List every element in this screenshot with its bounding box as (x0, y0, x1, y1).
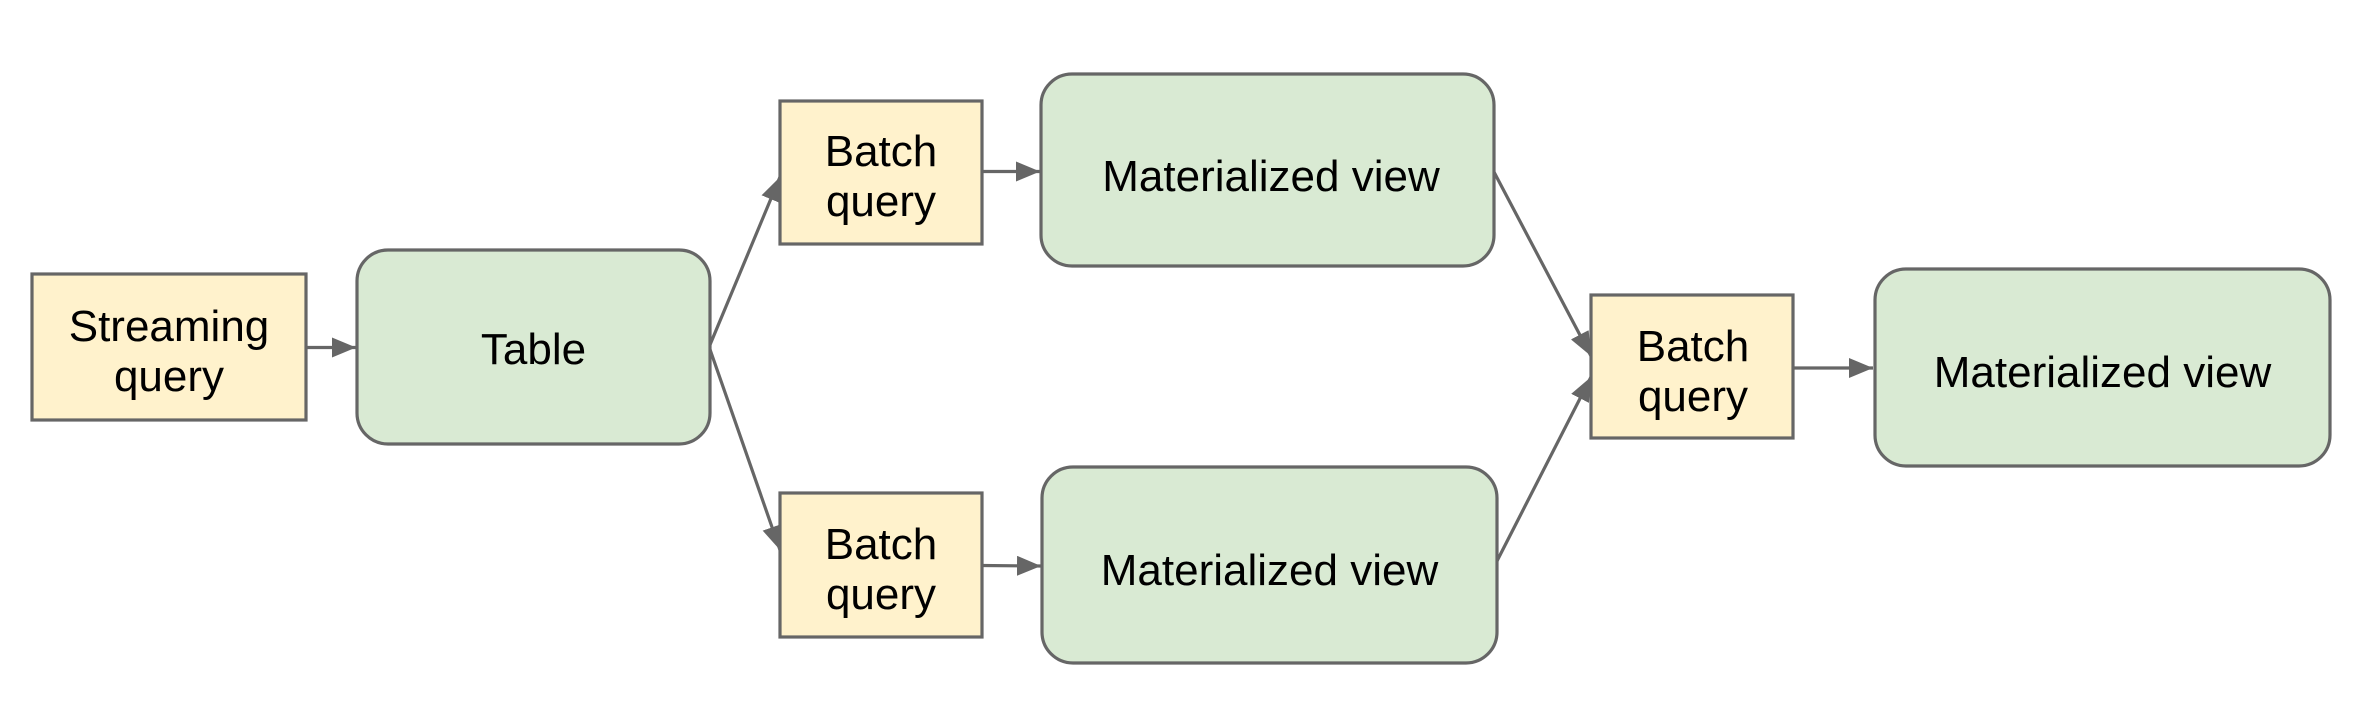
svg-text:query: query (114, 352, 224, 401)
svg-text:Batch: Batch (825, 520, 938, 569)
svg-text:query: query (826, 177, 936, 226)
svg-text:Batch: Batch (1637, 322, 1750, 371)
svg-text:Materialized view: Materialized view (1934, 348, 2272, 397)
svg-text:Materialized view: Materialized view (1102, 152, 1440, 201)
svg-text:query: query (1638, 372, 1748, 421)
svg-text:Materialized view: Materialized view (1101, 546, 1439, 595)
svg-text:Streaming: Streaming (69, 302, 270, 351)
svg-text:Table: Table (481, 325, 586, 374)
svg-text:query: query (826, 570, 936, 619)
svg-text:Batch: Batch (825, 127, 938, 176)
